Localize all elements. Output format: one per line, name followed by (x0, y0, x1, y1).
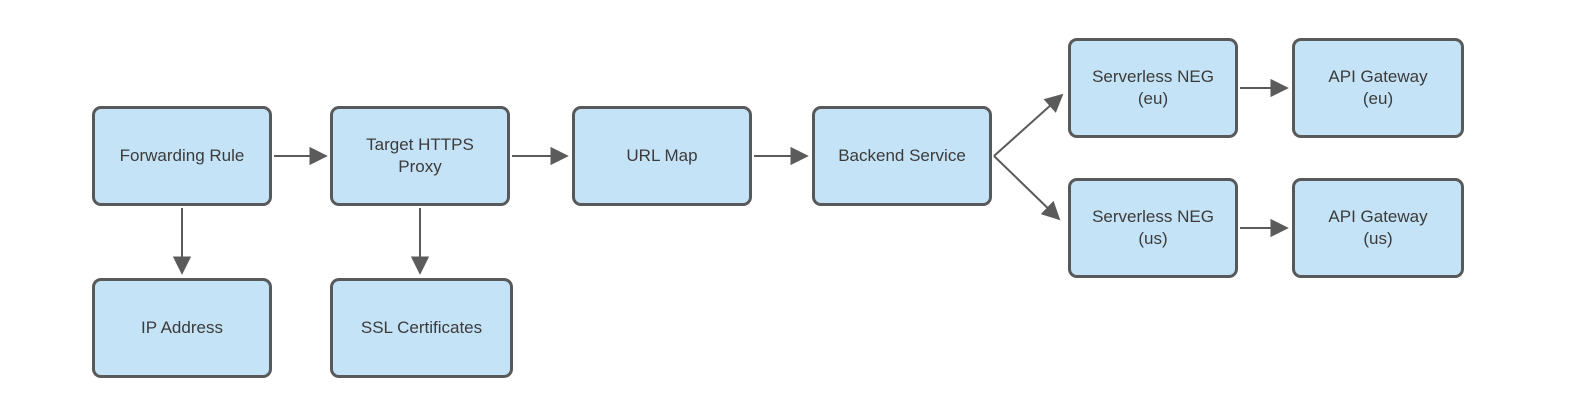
node-serverless-neg-eu: Serverless NEG (eu) (1068, 38, 1238, 138)
node-label-forwarding-rule: Forwarding Rule (119, 146, 245, 165)
node-serverless-neg-us: Serverless NEG (us) (1068, 178, 1238, 278)
node-label-ip-address: IP Address (141, 318, 223, 337)
edge-backend-service-to-serverless-neg-us (993, 155, 1061, 221)
node-label-target-https-proxy: Target HTTPS Proxy (366, 135, 474, 176)
node-label-api-gateway-us: API Gateway (us) (1328, 207, 1428, 248)
node-label-api-gateway-eu: API Gateway (eu) (1328, 67, 1428, 108)
node-api-gateway-us: API Gateway (us) (1292, 178, 1464, 278)
node-url-map: URL Map (572, 106, 752, 206)
node-label-url-map: URL Map (626, 146, 698, 165)
edge-backend-service-to-serverless-neg-eu (993, 93, 1064, 157)
node-ip-address: IP Address (92, 278, 272, 378)
node-ssl-certificates: SSL Certificates (330, 278, 513, 378)
node-api-gateway-eu: API Gateway (eu) (1292, 38, 1464, 138)
node-label-serverless-neg-eu: Serverless NEG (eu) (1092, 67, 1214, 108)
node-label-serverless-neg-us: Serverless NEG (us) (1092, 207, 1214, 248)
node-backend-service: Backend Service (812, 106, 992, 206)
node-label-ssl-certificates: SSL Certificates (360, 318, 483, 337)
node-label-backend-service: Backend Service (838, 146, 966, 165)
node-target-https-proxy: Target HTTPS Proxy (330, 106, 510, 206)
node-forwarding-rule: Forwarding Rule (92, 106, 272, 206)
